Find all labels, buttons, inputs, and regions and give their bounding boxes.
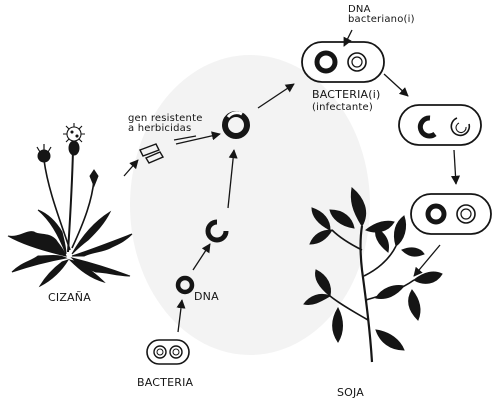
arrow-dna-label-pointer xyxy=(344,30,352,46)
arrow-bacteria-to-cut xyxy=(384,74,408,96)
bacteria-cell xyxy=(147,340,189,364)
label-infectante: (infectante) xyxy=(312,103,380,113)
label-dna-line-2: bacteriano(i) xyxy=(348,15,415,25)
label-cizana: CIZAÑA xyxy=(48,291,91,304)
label-dna-bacteriano: DNA bacteriano(i) xyxy=(348,5,415,25)
label-gen-line-2: a herbicidas xyxy=(128,124,203,134)
weed-closed-bud xyxy=(90,170,98,186)
infecting-bacteria-cell xyxy=(302,42,384,82)
weed-seed-head xyxy=(63,123,85,142)
arrow-cut-to-recombinant xyxy=(454,150,456,184)
label-bacteria-infectante: BACTERIA(i) (infectante) xyxy=(312,90,380,113)
label-bacteria: BACTERIA xyxy=(137,376,193,389)
weed-flower-bud xyxy=(69,141,79,155)
recombinant-bacteria-cell xyxy=(411,194,491,234)
label-soja: SOJA xyxy=(337,386,364,399)
label-dna: DNA xyxy=(194,290,219,303)
label-gen-resistente: gen resistente a herbicidas xyxy=(128,114,203,134)
cut-bacteria-cell xyxy=(399,105,481,145)
label-bacteria-i: BACTERIA(i) xyxy=(312,90,380,100)
weed-plant-illustration xyxy=(8,123,132,286)
